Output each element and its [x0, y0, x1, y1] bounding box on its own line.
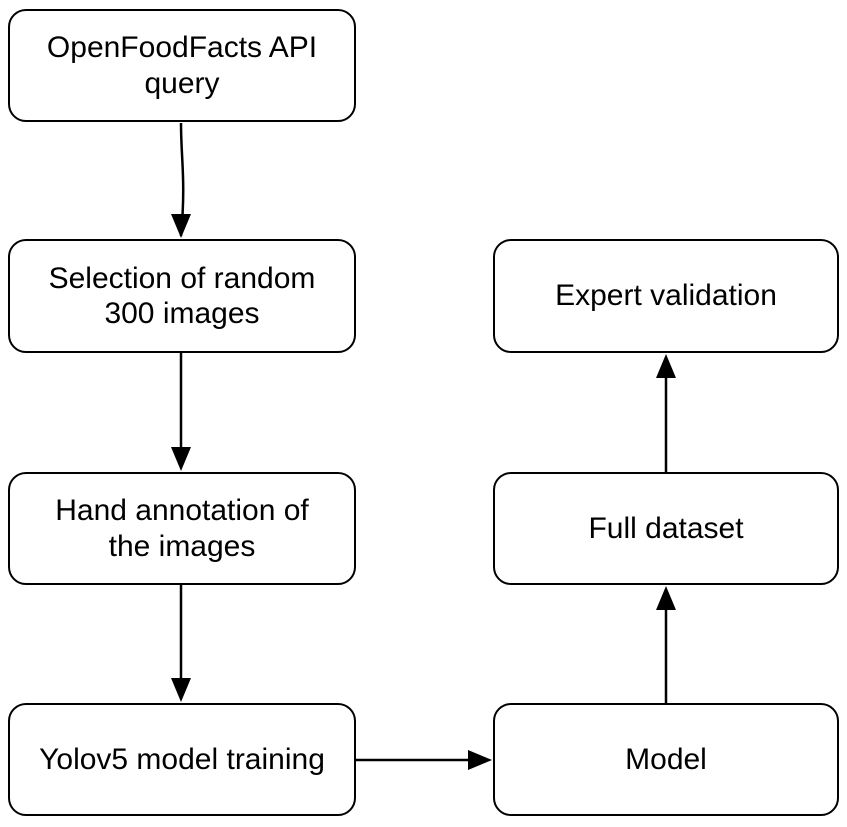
- node-selection-random-images: Selection of random 300 images: [8, 239, 356, 353]
- arrowhead-model-to-full-dataset: [656, 586, 676, 610]
- node-hand-annotation: Hand annotation of the images: [8, 472, 356, 585]
- arrowhead-annotation-to-training: [171, 678, 191, 702]
- node-label: Expert validation: [555, 279, 777, 313]
- node-label: OpenFoodFacts API query: [46, 31, 318, 100]
- node-label: Model: [625, 742, 707, 776]
- node-expert-validation: Expert validation: [493, 239, 839, 353]
- arrowhead-full-dataset-to-expert-validation: [656, 354, 676, 378]
- node-yolov5-training: Yolov5 model training: [8, 703, 356, 816]
- node-model: Model: [493, 703, 839, 816]
- node-label: Selection of random 300 images: [48, 261, 316, 330]
- arrowhead-selection-to-annotation: [171, 447, 191, 471]
- arrowhead-training-to-model: [468, 750, 492, 770]
- node-label: Hand annotation of the images: [55, 494, 309, 563]
- edge-api-query-to-selection: [179, 122, 185, 237]
- node-full-dataset: Full dataset: [493, 472, 839, 585]
- arrowhead-api-query-to-selection: [171, 214, 191, 238]
- node-label: Full dataset: [588, 511, 744, 545]
- node-label: Yolov5 model training: [39, 742, 325, 776]
- node-openfoodfacts-api-query: OpenFoodFacts API query: [8, 9, 356, 122]
